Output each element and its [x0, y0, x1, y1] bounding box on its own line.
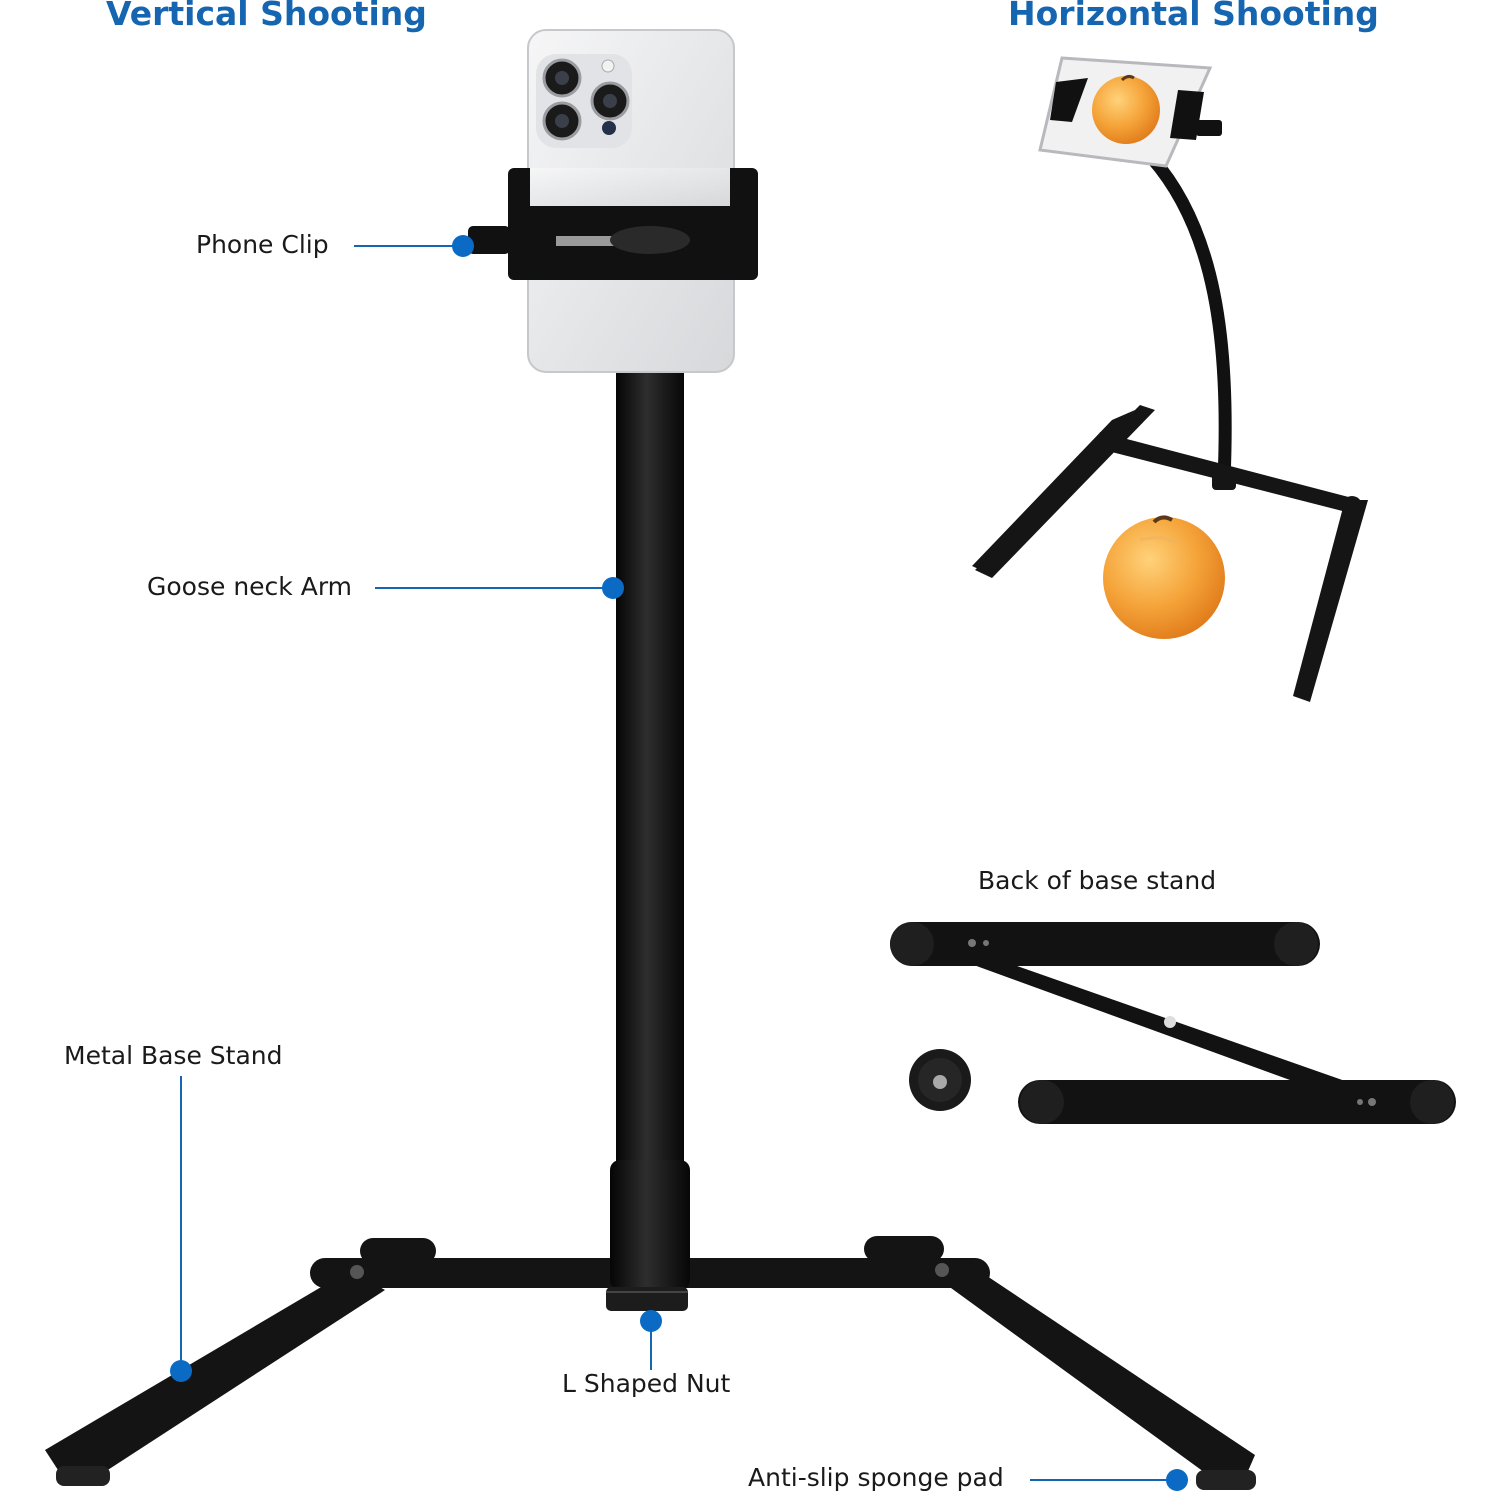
l-shaped-nut-icon: [606, 1287, 688, 1311]
back-of-base-stand: [890, 922, 1456, 1124]
horizontal-stand: [972, 56, 1368, 702]
phone-clip: [468, 168, 758, 280]
horizontal-shooting-heading: Horizontal Shooting: [1008, 0, 1379, 33]
goose-neck-arm-label: Goose neck Arm: [147, 572, 353, 601]
vertical-stand: [45, 29, 1256, 1490]
knob-icon: [909, 1049, 971, 1111]
peach-icon: [1092, 74, 1160, 144]
phone-clip-label: Phone Clip: [196, 230, 329, 259]
metal-base-stand: [45, 1236, 1255, 1480]
l-shaped-nut-label: L Shaped Nut: [562, 1369, 731, 1398]
anti-slip-sponge-pad-icon: [56, 1466, 1256, 1490]
anti-slip-sponge-pad-label: Anti-slip sponge pad: [748, 1463, 1004, 1492]
back-of-base-stand-label: Back of base stand: [978, 866, 1217, 895]
goose-neck-arm: [616, 248, 684, 1288]
peach-icon: [1103, 515, 1225, 639]
callout-dots: [170, 235, 1188, 1491]
metal-base-stand-label: Metal Base Stand: [64, 1041, 283, 1070]
vertical-shooting-heading: Vertical Shooting: [106, 0, 427, 33]
